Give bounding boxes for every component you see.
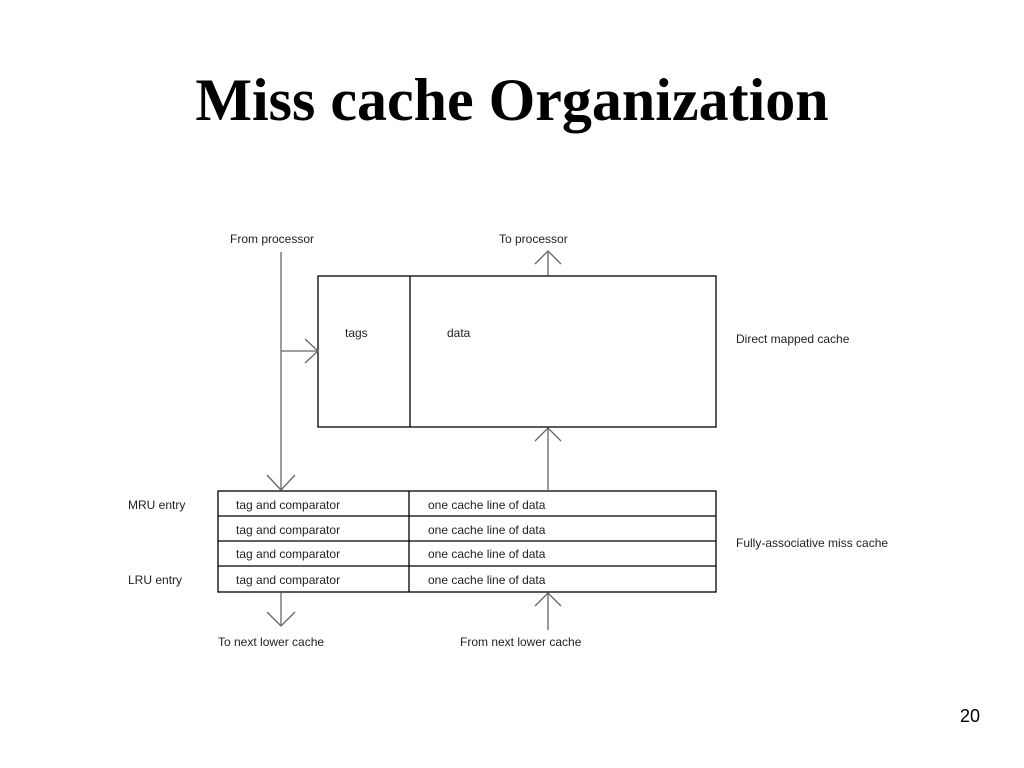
lru-entry-label: LRU entry xyxy=(128,573,182,587)
to-processor-arrowhead xyxy=(534,250,562,265)
direct-mapped-cache-box xyxy=(317,275,717,428)
from-next-lower-arrowhead xyxy=(534,592,562,607)
miss-cache-tag-cell: tag and comparator xyxy=(236,547,340,561)
miss-cache-tag-cell: tag and comparator xyxy=(236,498,340,512)
to-processor-label: To processor xyxy=(499,232,568,246)
miss-cache-tag-cell: tag and comparator xyxy=(236,523,340,537)
miss-cache-line-cell: one cache line of data xyxy=(428,498,546,512)
processor-to-cache-arrowhead xyxy=(304,338,319,364)
page-number: 20 xyxy=(959,706,980,726)
slide-title: Miss cache Organization xyxy=(195,67,829,133)
from-processor-label: From processor xyxy=(230,232,314,246)
mru-entry-label: MRU entry xyxy=(128,498,185,512)
fully-associative-miss-cache-label: Fully-associative miss cache xyxy=(736,536,888,550)
miss-cache-line-cell: one cache line of data xyxy=(428,523,546,537)
to-next-lower-cache-label: To next lower cache xyxy=(218,635,324,649)
data-label: data xyxy=(447,326,471,340)
from-next-lower-cache-label: From next lower cache xyxy=(460,635,582,649)
miss-to-direct-arrowhead xyxy=(534,427,562,442)
from-processor-arrowhead xyxy=(266,474,296,491)
miss-cache-line-cell: one cache line of data xyxy=(428,573,546,587)
miss-cache-line-cell: one cache line of data xyxy=(428,547,546,561)
miss-cache-tag-cell: tag and comparator xyxy=(236,573,340,587)
tags-label: tags xyxy=(345,326,368,340)
direct-mapped-cache-label: Direct mapped cache xyxy=(736,332,850,346)
to-next-lower-arrowhead xyxy=(266,611,296,627)
